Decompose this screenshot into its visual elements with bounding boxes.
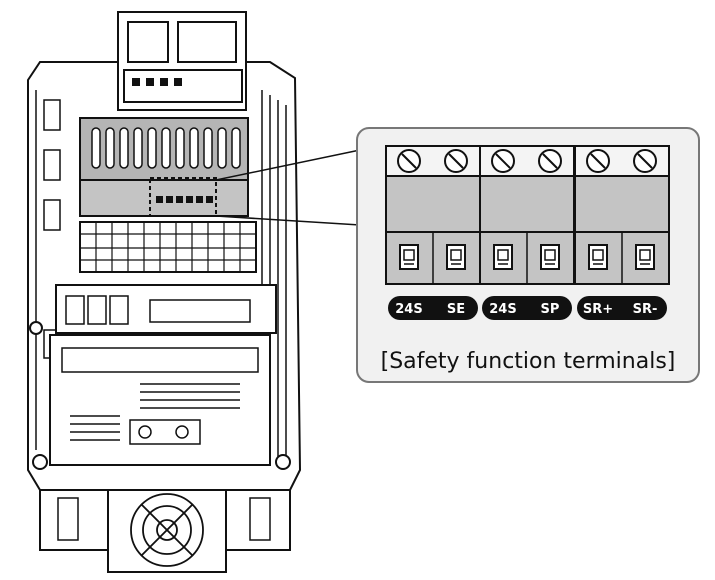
socket-icon [540, 244, 560, 270]
highlight-box [149, 177, 217, 217]
terminal-block: 24S SE 24S SP SR+ SR- [385, 145, 670, 320]
terminal-label: SE [447, 302, 465, 317]
terminal-label-pill [388, 296, 478, 320]
socket-icon [588, 244, 608, 270]
terminal-label: 24S [489, 302, 516, 317]
screw-icon [29, 321, 43, 335]
terminal-label: SR+ [583, 302, 613, 317]
terminal-label: SR- [633, 302, 658, 317]
socket-icon [493, 244, 513, 270]
callout-leader [215, 149, 361, 226]
terminal-label-pill [482, 296, 572, 320]
terminal-strip [79, 179, 249, 217]
fan-icon [130, 493, 204, 567]
socket-icon [399, 244, 419, 270]
terminal-group: 24S SP [479, 145, 575, 320]
terminal-group: 24S SE [385, 145, 481, 320]
socket-icon [635, 244, 655, 270]
terminal-label-pill [577, 296, 667, 320]
terminal-label: SP [541, 302, 560, 317]
socket-icon [446, 244, 466, 270]
terminal-group: SR+ SR- [574, 145, 670, 320]
callout-caption: [Safety function terminals] [381, 349, 676, 374]
terminal-label: 24S [395, 302, 422, 317]
drive-unit [27, 11, 302, 573]
screw-icon [32, 454, 48, 470]
screw-icon [275, 454, 291, 470]
